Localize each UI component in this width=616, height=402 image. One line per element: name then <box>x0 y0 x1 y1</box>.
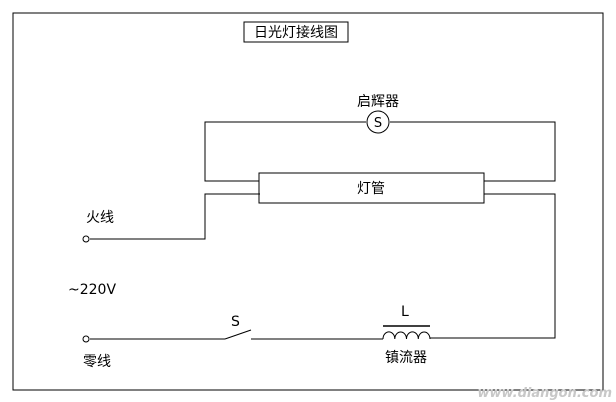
switch-label: S <box>231 314 240 330</box>
diagram-title: 日光灯接线图 <box>254 24 338 41</box>
switch-lever <box>224 329 252 340</box>
starter-symbol <box>366 110 390 134</box>
inductor-label: L <box>401 304 409 320</box>
outer-frame <box>12 12 604 391</box>
voltage-label: ~220V <box>68 282 116 298</box>
starter-label: 启辉器 <box>357 94 399 110</box>
tube-label: 灯管 <box>357 181 385 197</box>
neutral-terminal <box>82 335 90 343</box>
live-label: 火线 <box>86 210 114 226</box>
right-return-wire <box>430 193 556 339</box>
inductor-coil <box>382 331 431 340</box>
starter-symbol-letter: S <box>374 116 382 131</box>
neutral-label: 零线 <box>83 354 111 370</box>
watermark: www.diangon.com <box>477 386 612 401</box>
starter-branch-wire <box>204 121 556 182</box>
live-terminal <box>82 235 90 243</box>
title-box <box>243 21 349 43</box>
live-wire <box>90 193 260 240</box>
tube <box>258 172 485 204</box>
ballast-label: 镇流器 <box>385 350 427 366</box>
